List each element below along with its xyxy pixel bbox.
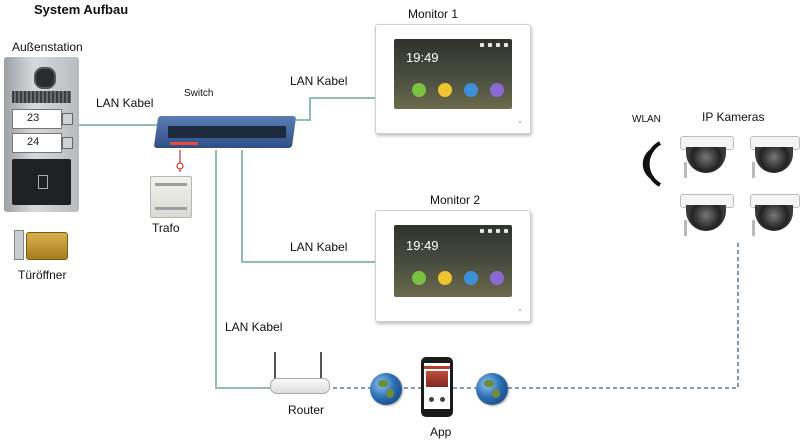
ip-camera-1: [680, 132, 734, 178]
monitor2-label: Monitor 2: [430, 193, 481, 207]
call-app-icon: [412, 271, 426, 285]
card-reader-icon: [38, 175, 48, 189]
monitor-2: 19:49: [375, 210, 531, 322]
monitor-2-screen: 19:49: [394, 225, 512, 297]
slot-1-number: 23: [27, 112, 40, 124]
lan-line-switch-router: [215, 150, 274, 389]
wlan-label: WLAN: [632, 114, 661, 125]
cable-label-switch-monitor2: LAN Kabel: [290, 240, 348, 254]
call-button-1: [62, 113, 73, 125]
outdoor-station-label: Außenstation: [12, 40, 83, 54]
lan-line-switch-monitor2: [241, 150, 378, 263]
card-reader-panel: [12, 159, 71, 205]
settings-app-icon: [490, 83, 504, 97]
messages-app-icon: [464, 83, 478, 97]
camera-lens-icon: [34, 67, 56, 89]
slot-2-number: 24: [27, 136, 40, 148]
router-label: Router: [288, 403, 325, 417]
call-button-2: [62, 137, 73, 149]
cable-label-switch-monitor1: LAN Kabel: [290, 74, 348, 88]
power-supply-label: Trafo: [152, 221, 180, 235]
switch-label: Switch: [184, 88, 214, 99]
globe-icon: [476, 373, 508, 405]
cable-label-outdoor-switch: LAN Kabel: [96, 96, 154, 110]
name-slot-2: 24: [12, 133, 62, 153]
network-switch: [153, 108, 298, 150]
messages-app-icon: [464, 271, 478, 285]
page-title: System Aufbau: [34, 2, 129, 17]
port-row: [168, 126, 286, 138]
cable-label-switch-router: LAN Kabel: [225, 320, 283, 334]
monitor-1-screen: 19:49: [394, 39, 512, 109]
live-view-app-icon: [438, 271, 452, 285]
monitor-1-clock: 19:49: [406, 50, 439, 65]
ip-camera-4: [750, 190, 800, 236]
monitor-2-clock: 19:49: [406, 238, 439, 253]
power-plug: [176, 162, 184, 170]
settings-app-icon: [490, 271, 504, 285]
lan-line-switch-monitor1: [296, 97, 378, 121]
call-app-icon: [412, 83, 426, 97]
ip-camera-3: [680, 190, 734, 236]
speaker-grille-icon: [12, 91, 71, 103]
ip-cameras-label: IP Kameras: [702, 110, 765, 124]
ip-camera-2: [750, 132, 800, 178]
outdoor-station: 23 24: [4, 57, 79, 212]
globe-icon: [370, 373, 402, 405]
port-leds: [170, 142, 198, 145]
monitor1-label: Monitor 1: [408, 7, 459, 21]
door-opener-label: Türöffner: [18, 268, 67, 282]
router: [268, 350, 330, 396]
wlan-icon: [642, 141, 662, 187]
phone-screen: [424, 363, 450, 409]
monitor-1: 19:49: [375, 24, 531, 134]
name-slot-1: 23: [12, 109, 62, 129]
live-view-app-icon: [438, 83, 452, 97]
app-label: App: [430, 425, 452, 439]
smartphone: [421, 357, 453, 417]
door-opener: [12, 228, 70, 262]
power-supply: [150, 176, 192, 218]
